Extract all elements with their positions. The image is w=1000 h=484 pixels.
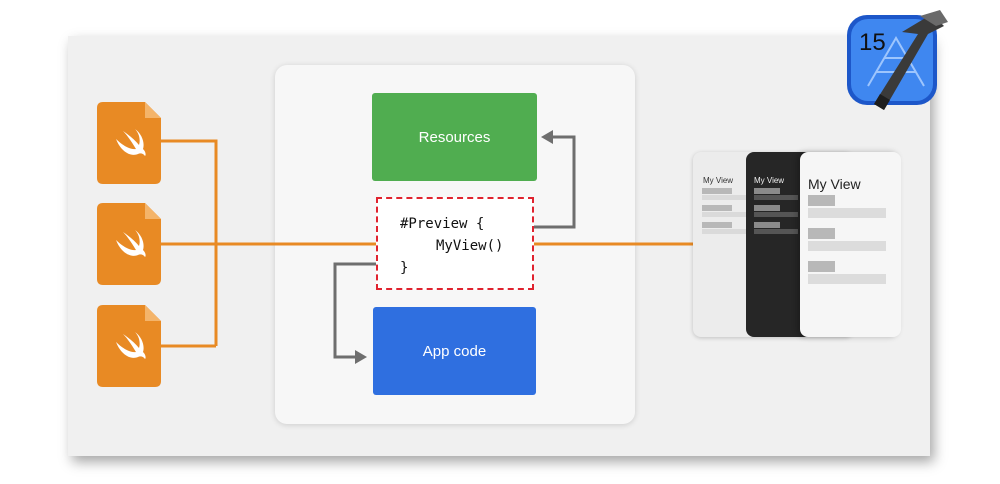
arrow-to-resources [534, 135, 576, 229]
xcode-version-text: 15 [859, 29, 886, 56]
preview-card-dark-title: My View [754, 176, 785, 185]
resources-label: Resources [418, 128, 491, 146]
preview-card-front: My View [800, 152, 901, 337]
resources-box: Resources [372, 93, 537, 181]
preview-macro-code: #Preview { MyView() } [376, 197, 534, 290]
preview-card-light-title: My View [703, 176, 734, 185]
arrowhead-app-code [355, 350, 367, 364]
swift-file-icon [97, 102, 161, 184]
app-code-box: App code [373, 307, 536, 395]
code-line-2: MyView() [436, 238, 504, 254]
code-line-3: } [400, 260, 409, 276]
swift-file-icon [97, 305, 161, 387]
arrowhead-resources [541, 130, 553, 144]
swift-file-icon [97, 203, 161, 285]
app-code-label: App code [422, 342, 487, 360]
xcode-icon: 15 [847, 10, 948, 110]
arrow-to-app-code [333, 262, 378, 359]
connector-file-top [161, 139, 218, 346]
preview-card-front-title: My View [808, 176, 861, 192]
code-line-1: #Preview { [400, 216, 485, 232]
